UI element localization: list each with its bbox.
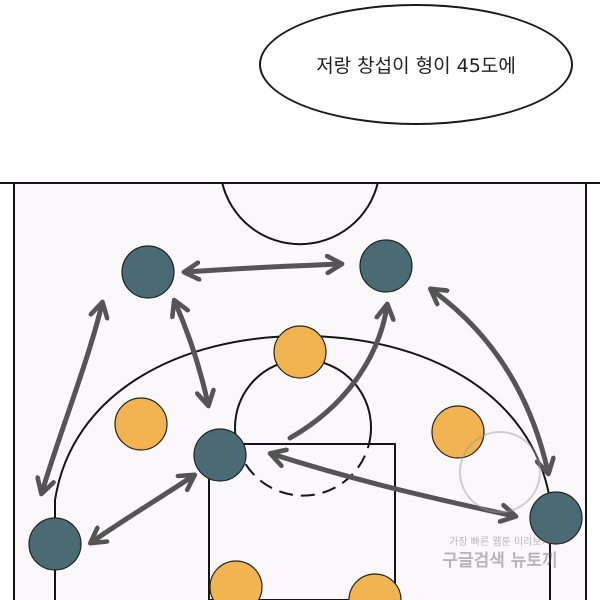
arrow-left-sideline xyxy=(42,304,102,492)
top-panel: 저랑 창섭이 형이 45도에 xyxy=(0,0,600,182)
court-diagram: 가장 빠른 웹툰 미리보기 구글검색 뉴토끼 xyxy=(0,182,600,600)
arrow-top-pass xyxy=(186,264,340,272)
player-low-left xyxy=(209,560,263,600)
watermark-line-1: 가장 빠른 웹툰 미리보기 xyxy=(449,536,551,548)
movement-arrows xyxy=(42,264,548,542)
player-left-wing xyxy=(114,397,168,451)
player-right-wing xyxy=(431,405,485,459)
watermark-line-2: 구글검색 뉴토끼 xyxy=(442,551,557,571)
watermark: 가장 빠른 웹툰 미리보기 구글검색 뉴토끼 xyxy=(442,431,558,571)
player-low-right xyxy=(348,573,402,600)
arrow-left-cut xyxy=(175,302,208,404)
player-top-right xyxy=(359,239,413,293)
player-top-middle xyxy=(273,325,327,379)
player-center xyxy=(193,428,247,482)
orange-team xyxy=(114,325,485,600)
arrow-bottom-right-pass xyxy=(272,454,514,516)
center-circle xyxy=(221,182,379,246)
speech-bubble: 저랑 창섭이 형이 45도에 xyxy=(259,4,573,125)
watermark-logo-icon xyxy=(459,431,541,513)
basketball-court-panel: 가장 빠른 웹툰 미리보기 구글검색 뉴토끼 xyxy=(0,182,600,600)
teal-team xyxy=(28,239,583,571)
speech-bubble-text: 저랑 창섭이 형이 45도에 xyxy=(316,55,516,77)
player-bottom-right xyxy=(529,491,583,545)
arrow-bottom-left-pass xyxy=(92,476,193,542)
player-top-left xyxy=(121,245,175,299)
arrow-top-right-cut xyxy=(287,306,387,441)
player-bottom-left xyxy=(28,517,82,571)
arrow-right-sideline xyxy=(432,290,548,472)
